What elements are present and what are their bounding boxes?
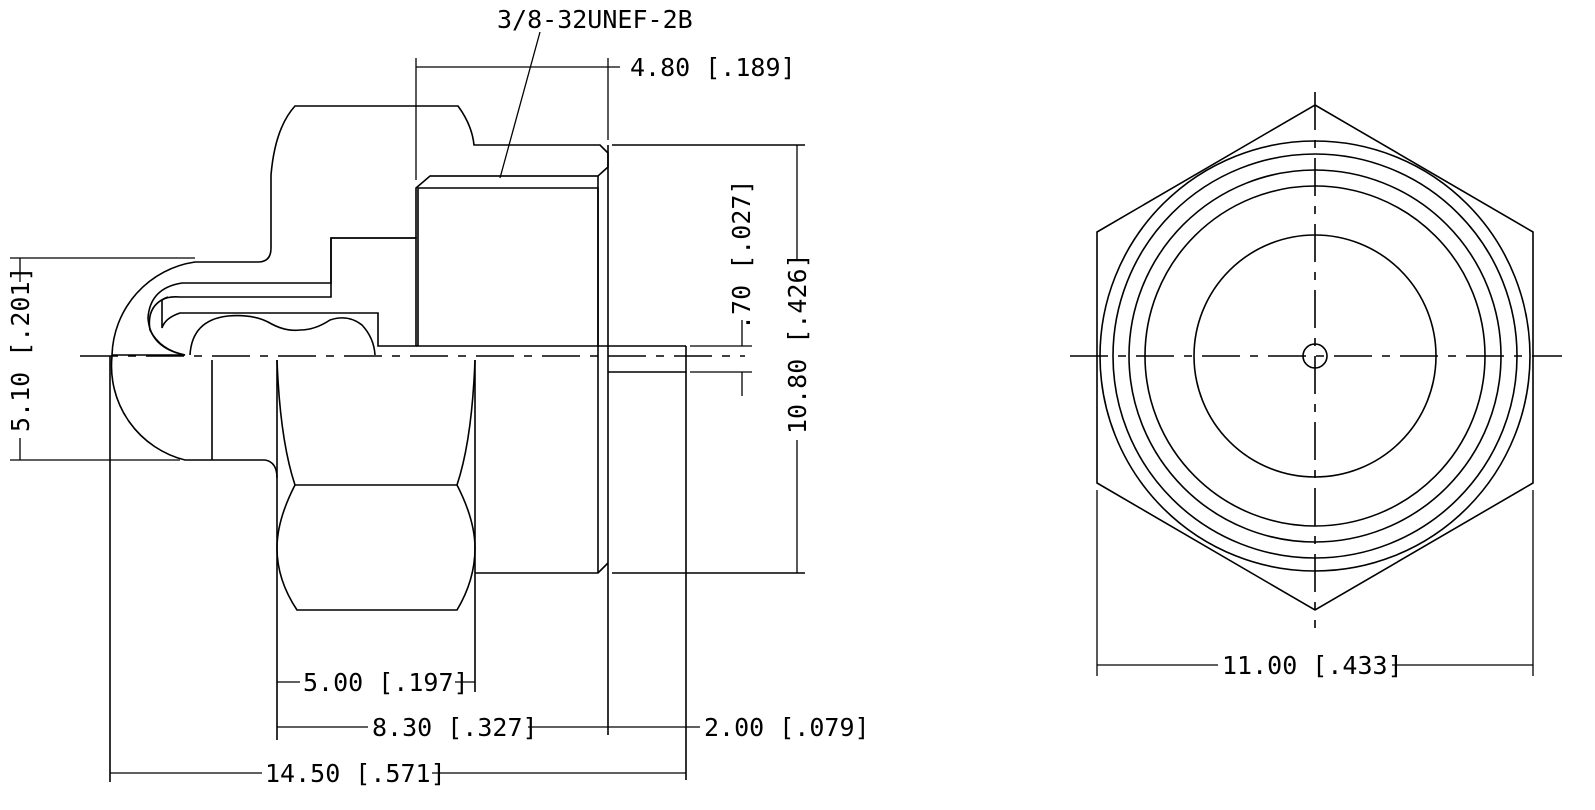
dim-stub-length: 2.00 [.079] — [704, 713, 870, 742]
stub — [608, 371, 687, 780]
end-view: 11.00 [.433] — [1070, 92, 1562, 680]
dim-overall-height: 10.80 [.426] — [783, 253, 812, 434]
dim-gap: .70 [.027] — [727, 179, 756, 330]
thread-body — [417, 187, 599, 346]
dim-hex-length: 5.00 [.197] — [303, 668, 469, 697]
dim-body-length: 8.30 [.327] — [372, 713, 538, 742]
nut-shell-section — [111, 105, 609, 356]
side-section-view: 3/8-32UNEF-2B 4.80 [.189] .70 [.027] 10.… — [6, 5, 870, 788]
hex-flat-upper — [276, 359, 476, 486]
seal-wave — [189, 314, 376, 356]
thread-callout: 3/8-32UNEF-2B — [497, 5, 693, 34]
hex-flat-lower — [276, 484, 476, 611]
lip-curl — [148, 296, 186, 356]
dim-overall-length: 14.50 [.571] — [265, 759, 446, 788]
dim-lip-radius: 5.10 [.201] — [6, 266, 35, 432]
dim-thread-length: 4.80 [.189] — [630, 53, 796, 82]
dim-across-flats: 11.00 [.433] — [1222, 651, 1403, 680]
washer-section — [161, 237, 417, 347]
dimension-lines — [10, 31, 798, 774]
